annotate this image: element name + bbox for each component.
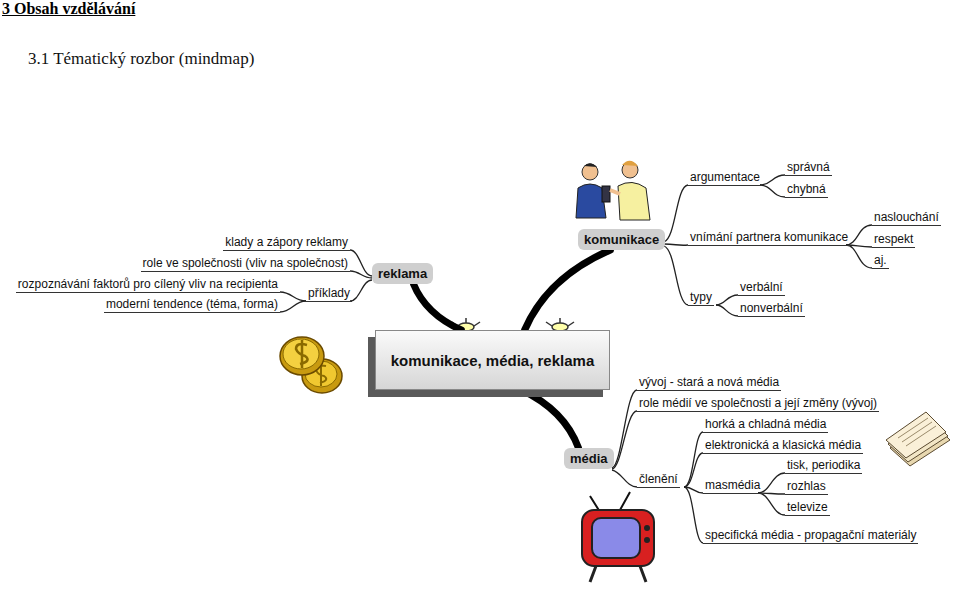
topic-label: role médií ve společnosti a její změny (…: [637, 396, 879, 412]
people-icon: [576, 161, 650, 220]
branch-node: média: [564, 448, 614, 469]
branch-lines: [280, 175, 872, 543]
branch-connector: [413, 284, 461, 330]
topic-label: správná: [785, 160, 832, 176]
node-text: komunikace, média, reklama: [391, 352, 594, 369]
topic-label: televize: [785, 500, 830, 516]
tv-icon: [582, 492, 654, 582]
topic-label: horká a chladná média: [703, 417, 828, 433]
topic-label: moderní tendence (téma, forma): [104, 297, 280, 313]
topic-label: tisk, periodika: [785, 458, 862, 474]
topic-label: příklady: [306, 286, 352, 302]
branch-connector: [522, 390, 579, 448]
topic-label: argumentace: [688, 170, 762, 186]
node-text: komunikace: [584, 232, 659, 247]
newspaper-icon: [886, 412, 950, 466]
topic-label: rozhlas: [785, 479, 828, 495]
topic-label: vývoj - stará a nová média: [637, 375, 781, 391]
coins-icon: [280, 337, 342, 393]
branch-connector: [525, 250, 611, 330]
topic-label: rozpoznávání faktorů pro cílený vliv na …: [16, 277, 280, 293]
topic-label: respekt: [872, 232, 915, 248]
central-topic-box: komunikace, média, reklama: [375, 330, 610, 390]
node-text: média: [570, 451, 608, 466]
topic-label: typy: [688, 290, 714, 306]
topic-label: specifická média - propagační materiály: [703, 528, 918, 544]
topic-label: klady a zápory reklamy: [223, 235, 350, 251]
topic-label: naslouchání: [872, 210, 941, 226]
branch-node: komunikace: [578, 229, 665, 250]
subheading: 3.1 Tématický rozbor (mindmap): [28, 52, 254, 66]
topic-label: masmédia: [703, 478, 762, 494]
section-heading: 3 Obsah vzdělávání: [2, 0, 135, 18]
topic-label: nonverbální: [738, 301, 805, 317]
topic-label: elektronická a klasická média: [703, 438, 863, 454]
topic-label: role ve společnosti (vliv na společnost): [141, 256, 350, 272]
topic-label: členění: [637, 472, 680, 488]
topic-label: aj.: [872, 253, 889, 269]
topic-label: chybná: [785, 182, 828, 198]
topic-label: verbální: [738, 280, 785, 296]
branch-node: reklama: [372, 263, 433, 284]
node-text: reklama: [378, 266, 427, 281]
topic-label: vnímání partnera komunikace: [688, 230, 850, 246]
